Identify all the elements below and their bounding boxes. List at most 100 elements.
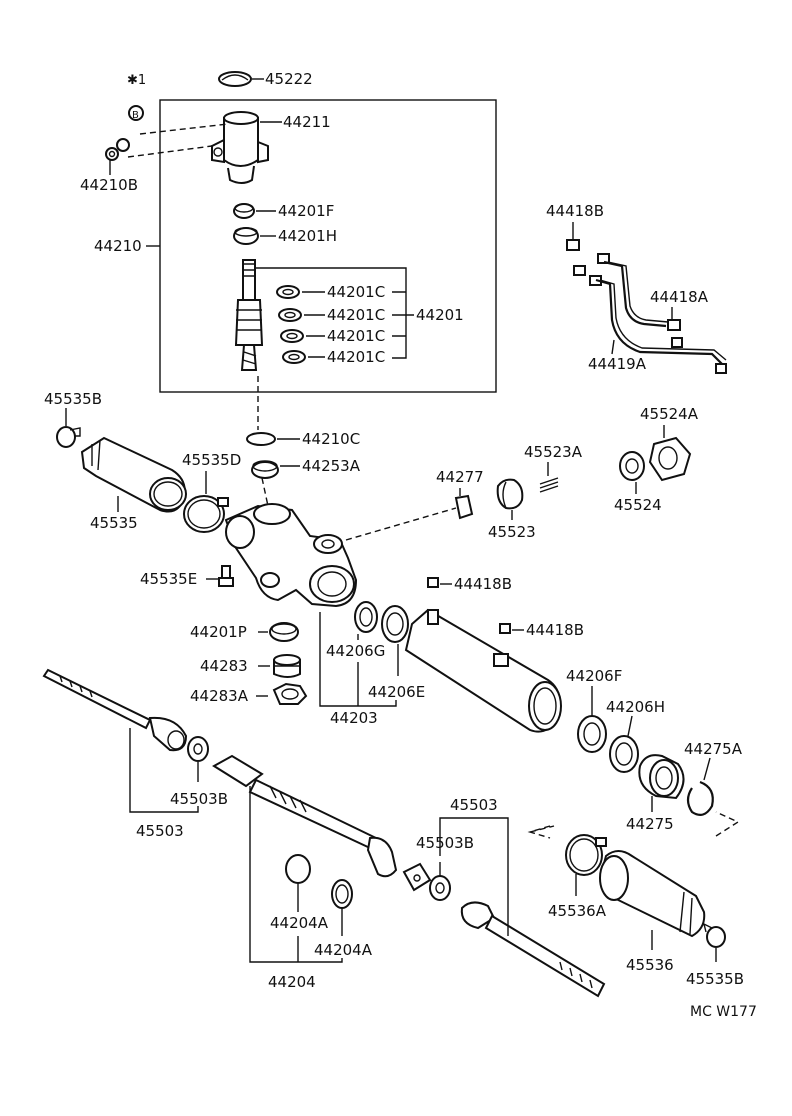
label-44201P: 44201P: [190, 623, 247, 641]
label-44206E: 44206E: [368, 683, 425, 701]
dashed-link-bolt: [127, 145, 213, 158]
label-45535B-left: 45535B: [44, 390, 102, 408]
guide-45523: [496, 478, 524, 510]
label-44275A: 44275A: [684, 740, 743, 758]
label-44201C-3: 44201C: [327, 327, 385, 345]
bracket-44204: [249, 786, 343, 963]
seal-44206G: [354, 601, 378, 633]
label-44201F: 44201F: [278, 202, 334, 220]
label-45503-right: 45503: [450, 796, 498, 814]
pinion-shaft: [234, 259, 264, 371]
label-44211: 44211: [283, 113, 331, 131]
label-45535B-right: 45535B: [686, 970, 744, 988]
plug-44277: [454, 494, 474, 520]
seal-44201C-3: [280, 329, 304, 343]
spring-45523A: [539, 477, 559, 493]
clamp-45535B-left: [56, 426, 81, 448]
dashed-axis-pinion: [257, 376, 269, 507]
label-45535: 45535: [90, 514, 138, 532]
label-45503B-right: 45503B: [416, 834, 474, 852]
seal-44201C-1: [276, 285, 300, 299]
bracket-45503-left: [129, 728, 199, 813]
label-44210: 44210: [94, 237, 142, 255]
label-44204A-2: 44204A: [314, 941, 373, 959]
fitting-44210B: [105, 138, 130, 161]
diagram-code: MC W177: [690, 1004, 757, 1020]
label-45222: 45222: [265, 70, 313, 88]
seal-44201C-2: [278, 308, 302, 322]
seal-44206E: [381, 605, 409, 643]
tie-rod-right: [460, 901, 606, 998]
boot-45536: [599, 850, 706, 938]
label-44277: 44277: [436, 468, 484, 486]
washer-45503B-left: [187, 736, 209, 762]
union-bolt-44418B-top: [566, 239, 610, 286]
snap-ring-44275A: [686, 780, 714, 817]
label-44206G: 44206G: [326, 642, 385, 660]
note-mark: ✱1: [127, 73, 146, 88]
boot-45535: [80, 436, 187, 513]
label-45536A: 45536A: [548, 902, 607, 920]
label-44203: 44203: [330, 709, 378, 727]
label-45524A: 45524A: [640, 405, 699, 423]
label-44283A: 44283A: [190, 687, 249, 705]
union-44418B-low: [499, 623, 511, 634]
bearing-44253A: [251, 460, 279, 479]
label-44210C: 44210C: [302, 430, 360, 448]
label-44201: 44201: [416, 306, 464, 324]
label-44204A-1: 44204A: [270, 914, 329, 932]
label-44201C-1: 44201C: [327, 283, 385, 301]
rack-end-nut: [402, 862, 432, 892]
cylinder-tube: [404, 608, 562, 733]
rack-bar: [212, 754, 398, 878]
rack-housing: [224, 503, 358, 608]
valve-housing-44211: [211, 111, 269, 184]
bolt-45535E: [218, 565, 234, 587]
seal-44204A-ring: [331, 879, 353, 909]
label-44418B-mid: 44418B: [454, 575, 512, 593]
label-44275: 44275: [626, 815, 674, 833]
dashed-arrow-boot: [527, 811, 740, 839]
clamp-45535D: [183, 495, 229, 533]
label-45524: 45524: [614, 496, 662, 514]
seal-44201C-4: [282, 350, 306, 364]
cap-45222-fold: [221, 74, 249, 81]
label-44201H: 44201H: [278, 227, 337, 245]
o-ring-44210C: [246, 432, 276, 446]
label-45536: 45536: [626, 956, 674, 974]
dashed-link-44277: [345, 507, 457, 541]
washer-45503B-right: [429, 875, 451, 901]
label-44201C-2: 44201C: [327, 306, 385, 324]
bushing-44201P: [269, 622, 299, 642]
cap-44283: [273, 654, 301, 678]
label-44204: 44204: [268, 973, 316, 991]
bracket-45503-right: [439, 817, 509, 936]
locknut-45524A: [648, 436, 692, 482]
seal-44206H: [609, 735, 639, 773]
bracket-44201: [256, 267, 414, 359]
label-44419A: 44419A: [588, 355, 647, 373]
cap-45222: [218, 71, 252, 87]
label-45523: 45523: [488, 523, 536, 541]
bushing-44206F: [577, 715, 607, 753]
label-44418A: 44418A: [650, 288, 709, 306]
cap-45524: [619, 451, 645, 481]
nut-44283A: [272, 682, 308, 705]
pressure-tube-44419A: [595, 260, 727, 374]
union-44418B-mid: [427, 577, 439, 588]
plug-nut-b: B: [132, 110, 139, 121]
clamp-45535B-right: [702, 922, 726, 948]
label-45535E: 45535E: [140, 570, 197, 588]
label-44418B-top: 44418B: [546, 202, 604, 220]
label-45503B-left: 45503B: [170, 790, 228, 808]
label-44283: 44283: [200, 657, 248, 675]
label-45503-left: 45503: [136, 822, 184, 840]
bracket-44203: [319, 612, 397, 707]
label-44418B-low: 44418B: [526, 621, 584, 639]
label-44206H: 44206H: [606, 698, 665, 716]
plug-nut: [128, 105, 144, 121]
tie-rod-left: [42, 668, 188, 752]
label-44206F: 44206F: [566, 667, 622, 685]
seal-44204A-disc: [285, 854, 311, 884]
